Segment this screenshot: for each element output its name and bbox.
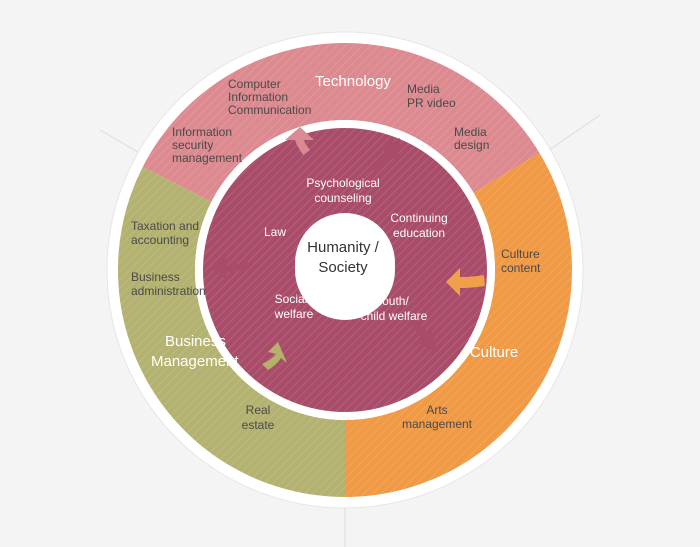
media-pr-line2: PR video <box>407 96 456 110</box>
social-line1: Social <box>275 292 308 306</box>
info-security-line1: Information <box>172 125 232 139</box>
computer-line2: Information <box>228 90 288 104</box>
inner-ring-texture <box>203 128 487 412</box>
culture-content-line1: Culture <box>501 247 540 261</box>
youth-line1: Youth/ <box>375 294 409 308</box>
center-line1: Humanity / <box>307 239 380 256</box>
arrow-inner-to-culture <box>410 318 437 352</box>
segment-culture-texture <box>345 153 572 497</box>
arrow-inner-to-business <box>210 257 250 279</box>
media-design-line2: design <box>454 138 489 152</box>
media-pr-line1: Media <box>407 82 440 96</box>
media-design-line1: Media <box>454 125 487 139</box>
psychological-line1: Psychological <box>306 176 379 190</box>
arrow-business-inward <box>262 342 287 370</box>
youth-line2: child welfare <box>361 309 428 323</box>
business-admin-line1: Business <box>131 270 180 284</box>
continuing-line2: education <box>393 226 445 240</box>
info-security-line3: management <box>172 151 243 165</box>
social-line2: welfare <box>274 307 314 321</box>
computer-line1: Computer <box>228 77 281 91</box>
arrow-culture-inward <box>446 268 485 296</box>
segment-business-texture <box>118 166 346 497</box>
info-security-line2: security <box>172 138 213 152</box>
arts-line1: Arts <box>426 403 447 417</box>
real-estate-line1: Real <box>246 403 271 417</box>
computer-line3: Communication <box>228 103 311 117</box>
segment-technology-texture <box>142 42 540 202</box>
business-title-line2: Management <box>151 353 239 370</box>
culture-title: Culture <box>470 344 518 361</box>
continuing-line1: Continuing <box>390 211 447 225</box>
center-circle <box>295 213 395 313</box>
business-admin-line2: administration <box>131 284 206 298</box>
culture-content-line2: content <box>501 261 541 275</box>
real-estate-line2: estate <box>242 418 275 432</box>
law-label: Law <box>264 225 286 239</box>
psychological-line2: counseling <box>314 191 371 205</box>
arrow-inner-to-technology <box>372 138 400 174</box>
taxation-line1: Taxation and <box>131 219 199 233</box>
center-line2: Society <box>318 259 368 276</box>
arrow-technology-inward <box>285 127 314 155</box>
arts-line2: management <box>402 417 473 431</box>
taxation-line2: accounting <box>131 233 189 247</box>
technology-title: Technology <box>315 73 391 90</box>
business-title-line1: Business <box>165 333 226 350</box>
